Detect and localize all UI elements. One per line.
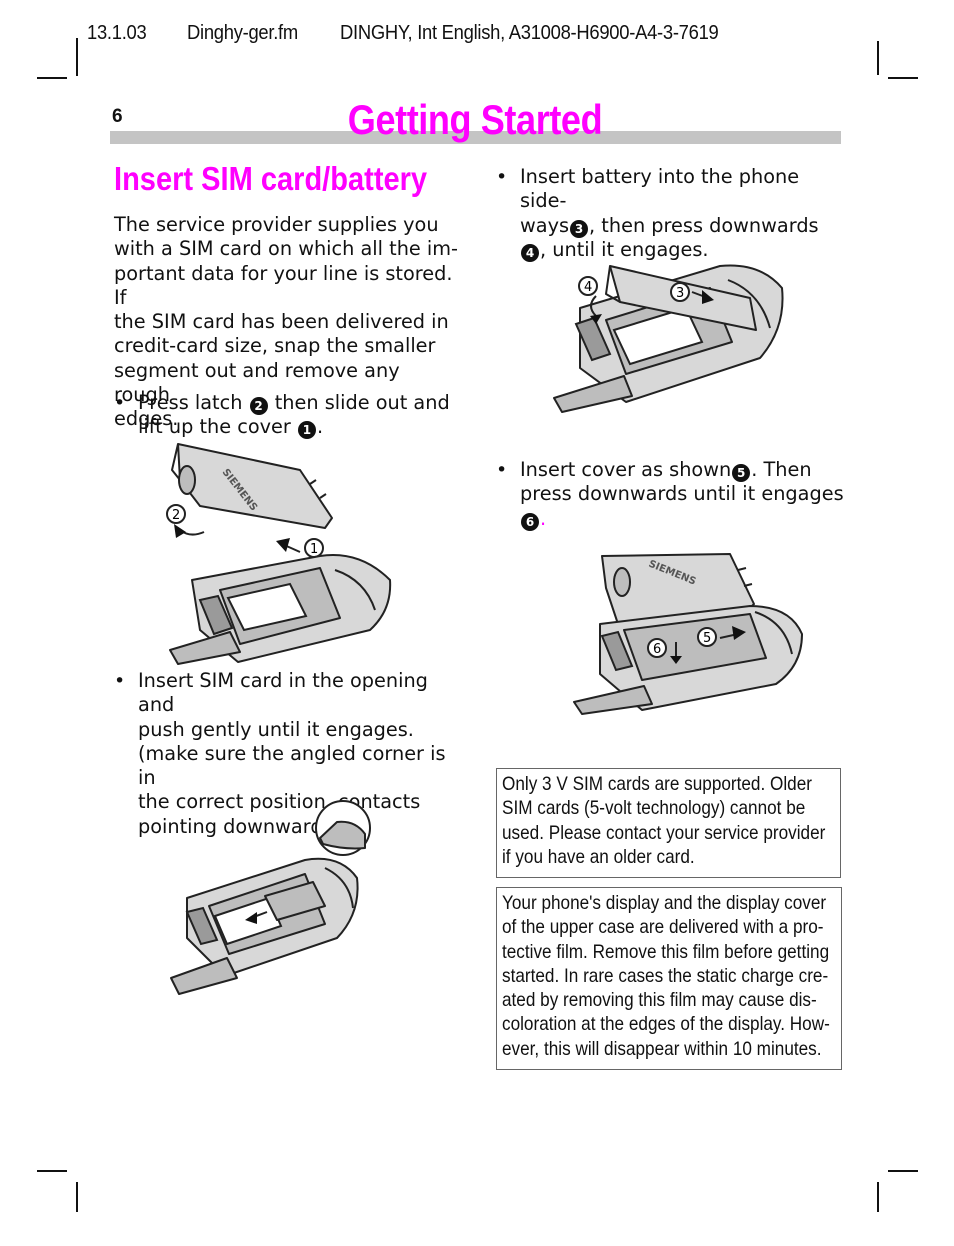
intro-line: with a SIM card on which all the im- xyxy=(114,237,459,261)
bullet-insert-sim: • Insert SIM card in the opening and pus… xyxy=(114,669,446,838)
cover-shape xyxy=(177,443,333,529)
step-1-marker: 1 xyxy=(297,421,316,440)
note-protective-film: Your phone's display and the display cov… xyxy=(496,887,842,1070)
step-6-marker: 6 xyxy=(521,512,539,531)
intro-line: edges. xyxy=(114,407,179,431)
header-doc-id: DINGHY, Int English, A31008-H6900-A4-3-7… xyxy=(340,22,719,44)
crop-mark xyxy=(877,1182,879,1212)
step-4-marker: 4 xyxy=(521,243,539,262)
bullet-dot: • xyxy=(114,392,126,414)
bullet-insert-battery: • Insert battery into the phone side- wa… xyxy=(496,165,819,262)
step-5-marker: 5 xyxy=(732,464,751,482)
figure-insert-sim xyxy=(170,800,371,995)
figure-insert-cover: SIEMENS 6 5 xyxy=(573,553,803,715)
crop-mark xyxy=(76,38,78,76)
intro-line: segment out and remove any rough xyxy=(114,358,400,407)
page-title: Getting Started xyxy=(347,96,603,143)
fig3-label-slide: 3 xyxy=(676,286,684,301)
bullet-dot: • xyxy=(114,670,126,692)
figure-remove-cover: SIEMENS 2 1 xyxy=(166,443,392,665)
label-circle xyxy=(166,504,186,524)
intro-line: credit-card size, snap the smaller xyxy=(114,334,436,358)
header-date: 13.1.03 xyxy=(87,22,147,44)
fig3-label-press: 4 xyxy=(584,280,592,295)
crop-mark xyxy=(37,77,67,79)
fig4-label-press: 6 xyxy=(653,642,661,657)
section-title: Insert SIM card/battery xyxy=(114,160,428,197)
crop-mark xyxy=(37,1170,67,1172)
page-number: 6 xyxy=(112,106,123,127)
crop-mark xyxy=(877,41,879,75)
intro-line: portant data for your line is stored. If xyxy=(114,261,453,309)
header-file: Dinghy-ger.fm xyxy=(187,22,298,44)
sim-card xyxy=(264,881,326,921)
intro-line: The service provider supplies you xyxy=(114,213,439,236)
crop-mark xyxy=(76,1182,78,1212)
bullet-press-latch: • Press latch 2 then slide out and lift … xyxy=(114,391,450,440)
title-bar xyxy=(110,131,841,144)
bullet-dot: • xyxy=(496,166,508,188)
fig1-label-cover: 1 xyxy=(310,542,318,557)
fig1-label-latch: 2 xyxy=(172,508,180,523)
intro-paragraph: The service provider supplies you with a… xyxy=(114,213,459,432)
intro-line: the SIM card has been delivered in xyxy=(114,310,449,334)
step-3-marker: 3 xyxy=(570,219,589,238)
crop-mark xyxy=(888,1170,918,1172)
note-sim-voltage: Only 3 V SIM cards are supported. Older … xyxy=(496,768,841,878)
crop-mark xyxy=(888,77,918,79)
fig4-label-slide: 5 xyxy=(703,631,711,646)
step-2-marker: 2 xyxy=(249,397,268,415)
figure-insert-battery: 4 3 xyxy=(553,264,784,413)
bullet-dot: • xyxy=(496,459,508,481)
